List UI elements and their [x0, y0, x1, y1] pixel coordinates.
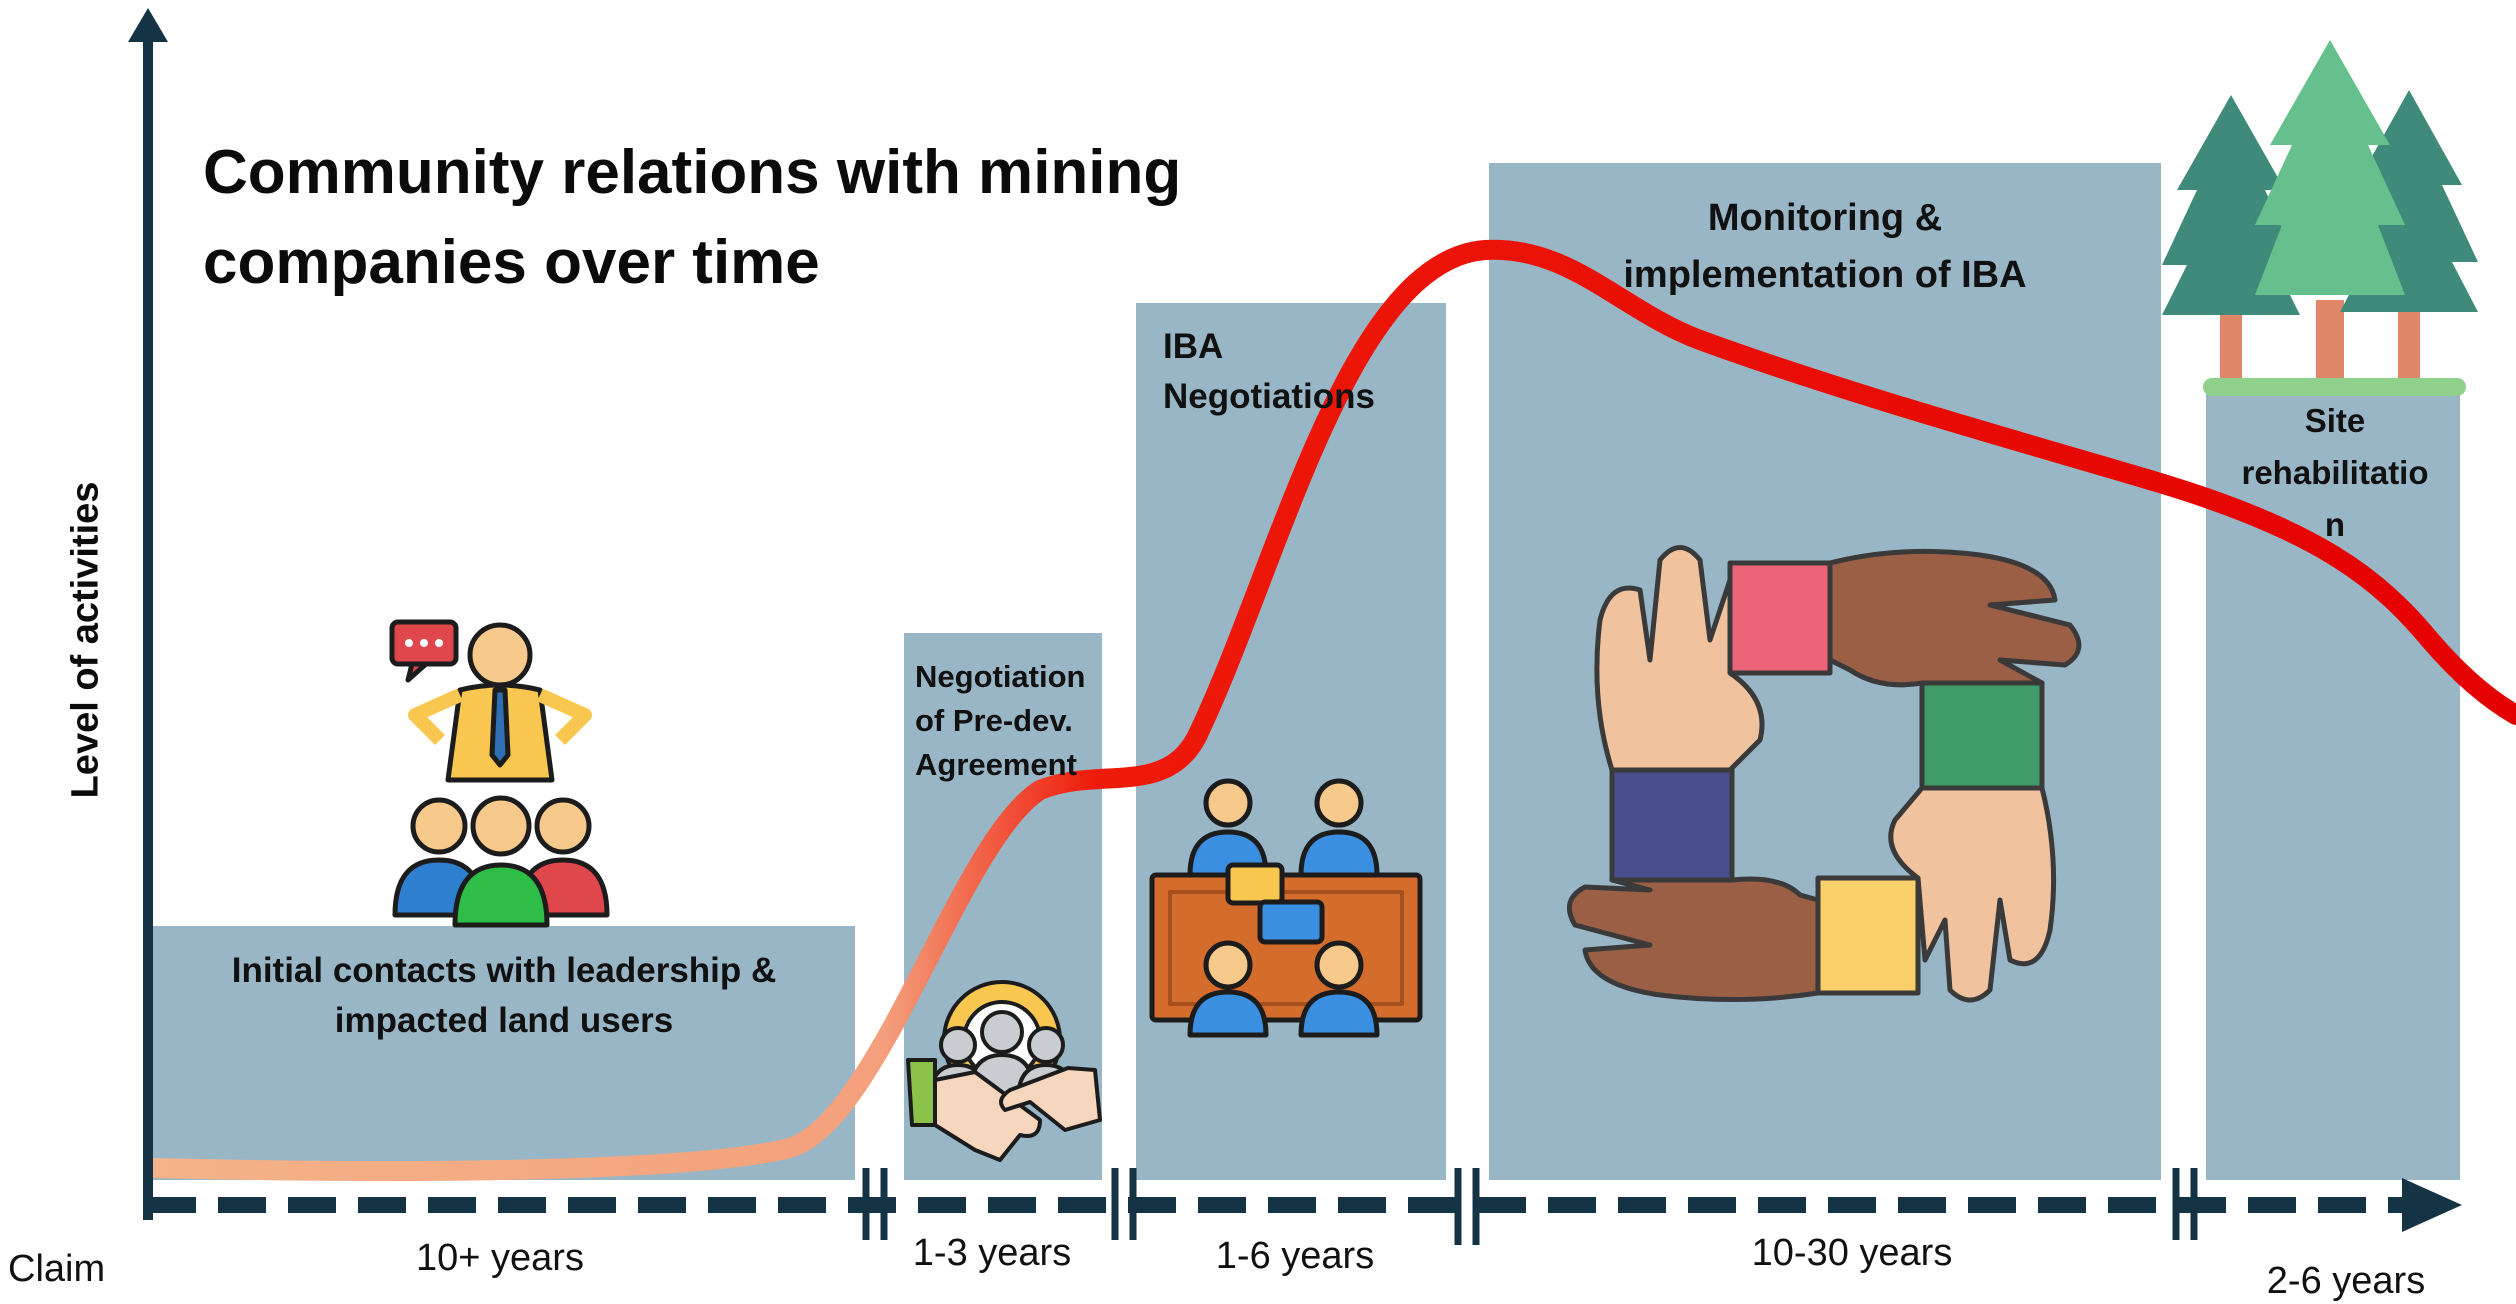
meeting-table-icon — [1149, 778, 1423, 1038]
y-axis-label: Level of activities — [64, 481, 107, 799]
stage-label-line: Initial contacts with leadership & — [231, 951, 777, 990]
duration-label-site-rehabilitation: 2-6 years — [2266, 1260, 2426, 1302]
duration-label-pre-dev-agreement: 1-3 years — [912, 1232, 1072, 1274]
stage-label-line: Negotiation — [915, 659, 1086, 694]
stage-label-site-rehabilitation: Site rehabilitatio n — [2210, 395, 2460, 551]
activity-curve — [143, 239, 2516, 1181]
stage-box-initial-contacts — [153, 926, 855, 1180]
stage-label-pre-dev-agreement: Negotiation of Pre-dev. Agreement — [915, 655, 1086, 787]
duration-label-iba-negotiations: 1-6 years — [1215, 1235, 1375, 1277]
stage-label-line: rehabilitatio — [2241, 454, 2429, 491]
x-axis-start-label: Claim — [8, 1248, 106, 1290]
stage-label-line: Agreement — [915, 747, 1077, 782]
stage-label-line: Monitoring & — [1707, 197, 1943, 239]
duration-label-monitoring-iba: 10-30 years — [1751, 1232, 1953, 1274]
joined-hands-icon — [1566, 545, 2082, 1003]
duration-label-initial-contacts: 10+ years — [416, 1237, 584, 1279]
teacher-audience-icon — [389, 619, 610, 928]
y-axis-arrowhead — [128, 8, 168, 42]
stage-label-line: n — [2324, 506, 2346, 543]
timeline-break-markers — [862, 1168, 2198, 1245]
stage-label-line: Negotiations — [1163, 377, 1375, 416]
stage-label-line: IBA — [1163, 327, 1224, 366]
stage-label-line: Site — [2304, 402, 2366, 439]
handshake-team-gear-icon — [906, 980, 1102, 1162]
title-line-2: companies over time — [203, 228, 820, 297]
stage-label-line: of Pre-dev. — [915, 703, 1073, 738]
stage-label-line: implementation of IBA — [1623, 254, 2027, 296]
stage-label-line: impacted land users — [334, 1001, 674, 1040]
diagram-title: Community relations with mining companie… — [203, 128, 1403, 308]
stage-label-initial-contacts: Initial contacts with leadership & impac… — [153, 946, 855, 1046]
title-line-1: Community relations with mining — [203, 138, 1182, 207]
trees-icon — [2162, 40, 2478, 396]
stage-label-monitoring-iba: Monitoring & implementation of IBA — [1520, 190, 2130, 304]
x-axis-arrowhead — [2402, 1178, 2462, 1232]
stage-label-iba-negotiations: IBA Negotiations — [1163, 322, 1375, 422]
